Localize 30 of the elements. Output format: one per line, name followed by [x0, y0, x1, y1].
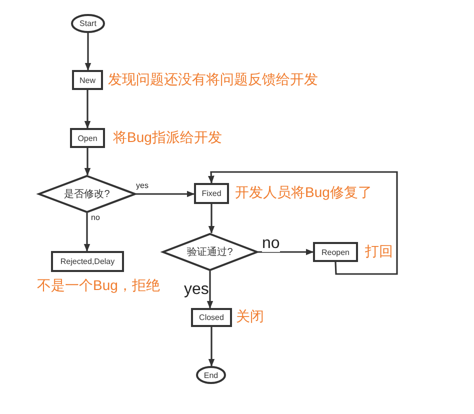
arrow	[208, 327, 215, 367]
edge-label: no	[262, 236, 280, 252]
edge-label: no	[91, 214, 100, 222]
decision-diamond: 验证通过?	[162, 233, 258, 271]
arrow	[206, 271, 214, 309]
terminal-ellipse: End	[196, 366, 226, 384]
arrow	[208, 204, 215, 234]
process-box: Reopen	[313, 242, 358, 262]
annotation-text: 不是一个Bug，拒绝	[37, 278, 160, 292]
process-box: Rejected,Delay	[51, 251, 124, 272]
process-box: Closed	[191, 308, 232, 327]
arrow	[258, 248, 314, 256]
annotation-text: 发现问题还没有将问题反馈给开发	[108, 72, 318, 86]
decision-diamond: 是否修改?	[38, 175, 136, 213]
arrow	[208, 171, 398, 275]
arrow	[84, 148, 91, 176]
arrow	[136, 190, 195, 198]
annotation-text: 开发人员将Bug修复了	[235, 185, 372, 199]
terminal-ellipse: Start	[71, 14, 105, 33]
process-box: New	[72, 70, 103, 90]
arrow	[84, 90, 91, 129]
annotation-text: 将Bug指派给开发	[113, 130, 222, 144]
edge-label: yes	[136, 182, 148, 190]
edge-label: yes	[184, 282, 209, 298]
process-box: Fixed	[194, 183, 229, 204]
annotation-text: 打回	[365, 244, 393, 258]
process-box: Open	[70, 128, 105, 148]
arrow	[84, 213, 90, 252]
arrow	[84, 33, 92, 71]
annotation-text: 关闭	[236, 309, 264, 323]
